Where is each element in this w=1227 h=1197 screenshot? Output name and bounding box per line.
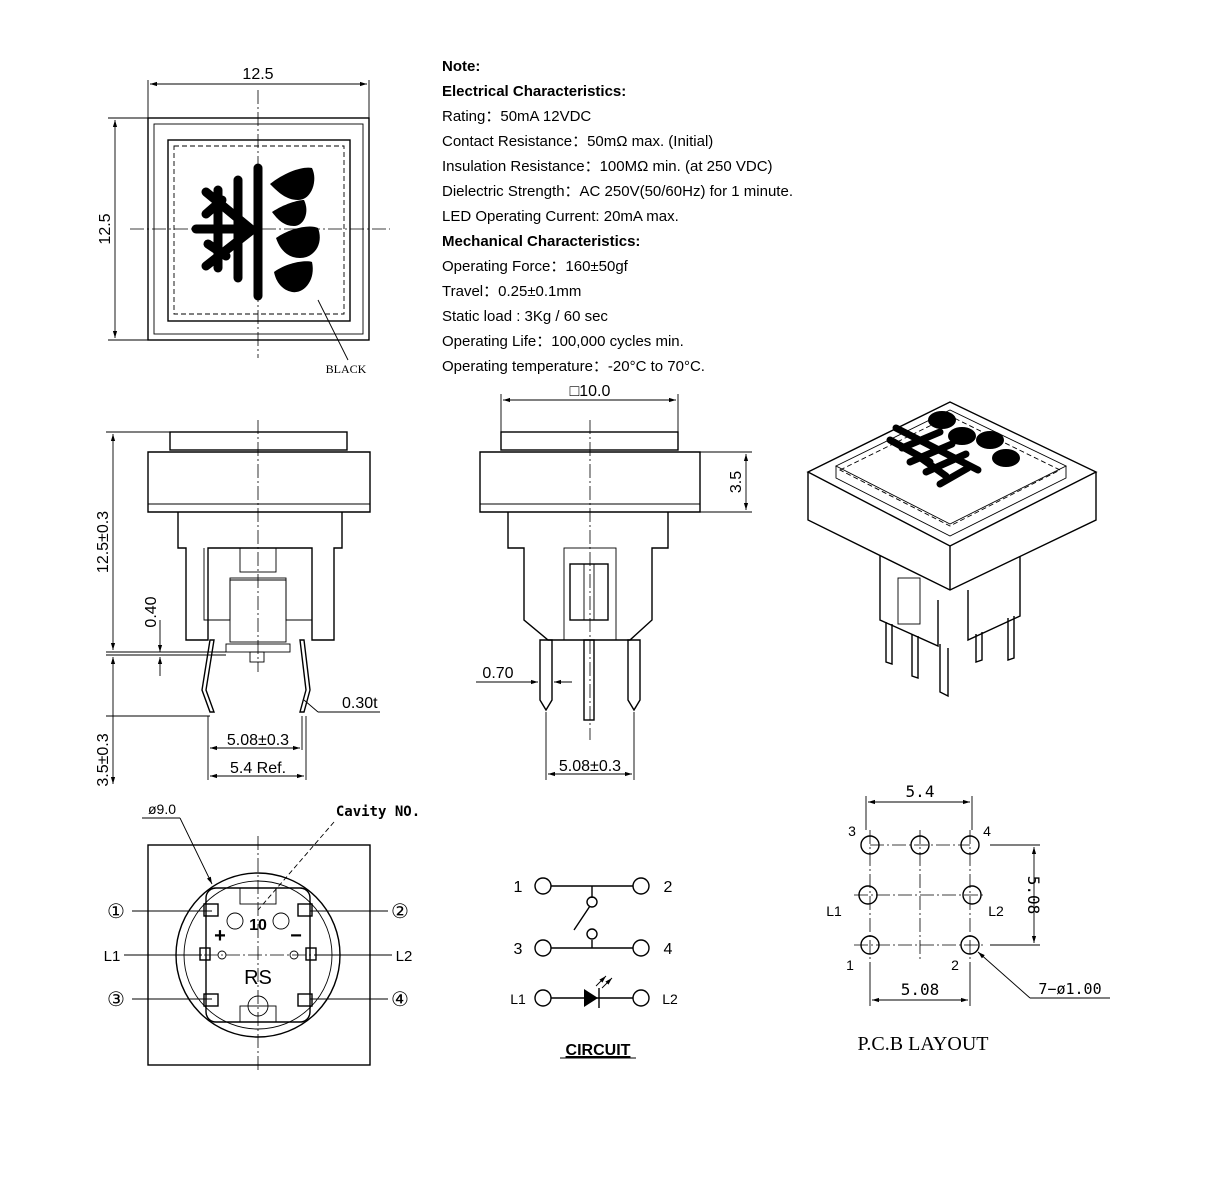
front-view: □10.0 3.5 0.70 5.08±0.3 — [476, 383, 752, 780]
pcb-hole-3 — [860, 835, 880, 855]
side-height-dim: 12.5±0.3 — [95, 511, 112, 573]
bottom-l1-label: L1 — [104, 948, 121, 965]
pcb-hole-1 — [860, 935, 880, 955]
top-view-lens — [173, 145, 345, 315]
electrical-heading: Electrical Characteristics: — [442, 83, 627, 100]
side-thickness-dim: 0.30t — [342, 695, 378, 712]
bottom-l2-label: L2 — [396, 948, 413, 965]
side-view: 12.5±0.3 0.40 3.5±0.3 0.30t 5.08±0.3 5.4… — [95, 420, 380, 787]
circuit-l1-label: L1 — [510, 991, 526, 1007]
led-current-line: LED Operating Current: 20mA max. — [442, 208, 679, 225]
static-load-line: Static load : 3Kg / 60 sec — [442, 308, 608, 325]
mechanical-heading: Mechanical Characteristics: — [442, 233, 641, 250]
pcb-hole-4 — [960, 835, 980, 855]
travel-line: Travel：0.25±0.1mm — [442, 283, 582, 300]
black-label: BLACK — [326, 362, 367, 376]
circuit-l2-label: L2 — [662, 991, 678, 1007]
water-drops-icon — [270, 167, 320, 293]
front-cap-height-dim: 3.5 — [728, 471, 745, 493]
side-pitch-dim: 5.08±0.3 — [227, 732, 289, 749]
circuit-terminal-3: 3 — [514, 941, 523, 958]
side-ref-dim: 5.4 Ref. — [230, 760, 286, 777]
pcb-label-l2: L2 — [988, 903, 1004, 919]
led-diode-icon — [584, 989, 598, 1007]
switch-contact — [573, 905, 591, 931]
plus-mark: + — [214, 925, 226, 947]
front-pitch-dim: 5.08±0.3 — [559, 758, 621, 775]
top-view-cap — [167, 139, 351, 322]
front-pin-width-dim: 0.70 — [482, 665, 513, 682]
side-gap-dim: 0.40 — [143, 596, 160, 627]
pcb-hole-l1 — [858, 885, 878, 905]
pin-3-marker: ③ — [107, 989, 125, 1011]
pcb-label-2: 2 — [951, 957, 959, 973]
pcb-hole-dim: 7−ø1.00 — [1038, 980, 1101, 998]
operating-life-line: Operating Life：100,000 cycles min. — [442, 333, 684, 350]
top-view: 12.5 12.5 BLACK — [97, 66, 390, 376]
circuit-terminal-1: 1 — [514, 879, 523, 896]
front-switch-window — [569, 563, 609, 621]
pcb-hole-center-top — [910, 835, 930, 855]
side-cap-body — [147, 451, 371, 513]
pcb-bottom-dim: 5.08 — [901, 980, 940, 999]
side-left-pin — [201, 639, 215, 713]
iso-drops-icon — [928, 411, 1020, 467]
isometric-view — [806, 401, 1098, 698]
side-cap-top — [169, 431, 348, 451]
pcb-title: P.C.B LAYOUT — [858, 1033, 989, 1055]
operating-force-line: Operating Force：160±50gf — [442, 258, 628, 275]
circuit-title: CIRCUIT — [566, 1042, 631, 1059]
minus-mark: − — [290, 925, 302, 947]
side-housing — [177, 512, 343, 641]
front-cap-dim: □10.0 — [570, 383, 611, 400]
note-title: Note: — [442, 58, 481, 75]
operating-temperature-line: Operating temperature：-20°C to 70°C. — [442, 358, 705, 375]
iso-snowflake-icon — [886, 424, 982, 488]
top-height-dim: 12.5 — [97, 213, 114, 244]
specification-notes: Note: Electrical Characteristics: Rating… — [442, 54, 793, 379]
circuit-terminal-2: 2 — [664, 879, 673, 896]
contact-resistance-line: Contact Resistance：50mΩ max. (Initial) — [442, 133, 714, 150]
pcb-label-4: 4 — [983, 823, 991, 839]
pcb-label-1: 1 — [846, 957, 854, 973]
side-right-pin — [299, 639, 311, 713]
pin-4-marker: ④ — [391, 989, 409, 1011]
circuit-diagram: 1 2 3 4 L1 L2 CIRCUIT — [510, 877, 678, 1059]
cavity-label: Cavity NO. — [336, 804, 420, 820]
rating-line: Rating：50mA 12VDC — [442, 108, 592, 125]
circuit-terminal-4: 4 — [664, 941, 673, 958]
dielectric-strength-line: Dielectric Strength：AC 250V(50/60Hz) for… — [442, 183, 793, 200]
bottom-view: 10 RS + − ① ② ③ ④ L1 L2 ø9.0 Cavity NO. — [104, 801, 420, 1072]
side-pin-length-dim: 3.5±0.3 — [95, 733, 112, 786]
bottom-diameter-dim: ø9.0 — [148, 801, 176, 817]
snowflake-icon — [191, 163, 263, 301]
pcb-hole-2 — [960, 935, 980, 955]
pcb-label-3: 3 — [848, 823, 856, 839]
pcb-top-dim: 5.4 — [906, 782, 935, 801]
pin-2-marker: ② — [391, 901, 409, 923]
top-width-dim: 12.5 — [242, 66, 273, 83]
pcb-label-l1: L1 — [826, 903, 842, 919]
insulation-resistance-line: Insulation Resistance：100MΩ min. (at 250… — [442, 158, 773, 175]
pcb-hole-l2 — [962, 885, 982, 905]
pcb-side-dim: 5.08 — [1024, 876, 1043, 915]
pcb-layout: 3 4 1 2 L1 L2 5.4 5.08 5.08 7−ø1.00 P.C.… — [826, 782, 1110, 1055]
pin-1-marker: ① — [107, 901, 125, 923]
